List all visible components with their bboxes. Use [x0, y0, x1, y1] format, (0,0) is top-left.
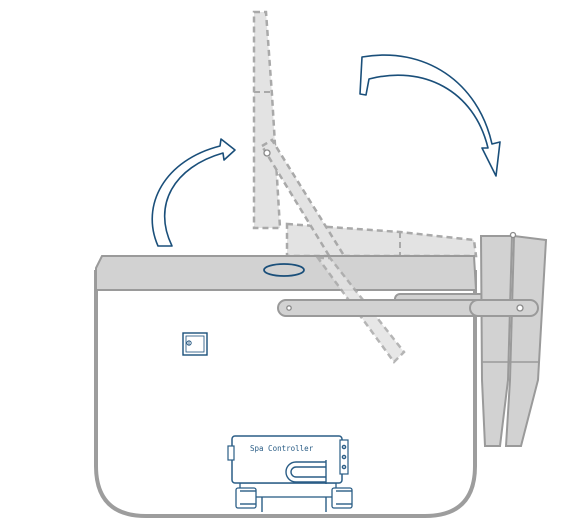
tub-rim-cover: [95, 255, 478, 291]
controller-foot-left: [235, 487, 257, 509]
curved-arrow-up-icon: [151, 138, 236, 247]
arm-pivot-left: [286, 305, 292, 311]
controller-side-tab: [227, 445, 235, 461]
spa-controller: Spa Controller: [227, 435, 353, 512]
ghost-arm-pivot-top: [263, 149, 271, 157]
ghost-cover-panel-vertical: [252, 10, 282, 230]
controller-label: Spa Controller: [250, 444, 314, 453]
lifter-arm-bar-front: [469, 299, 539, 317]
controller-foot-right: [331, 487, 353, 509]
folded-cover: [469, 231, 548, 447]
folded-cover-panel-right: [504, 234, 548, 447]
heater-coil: [285, 461, 326, 483]
arm-pivot-right-front: [516, 304, 524, 312]
cover-handle-ring: [263, 263, 305, 277]
cover-hinge: [509, 231, 517, 239]
curved-arrow-down-icon: [359, 54, 501, 177]
controller-side-ports: [339, 439, 349, 475]
control-panel-icon: [182, 332, 208, 356]
